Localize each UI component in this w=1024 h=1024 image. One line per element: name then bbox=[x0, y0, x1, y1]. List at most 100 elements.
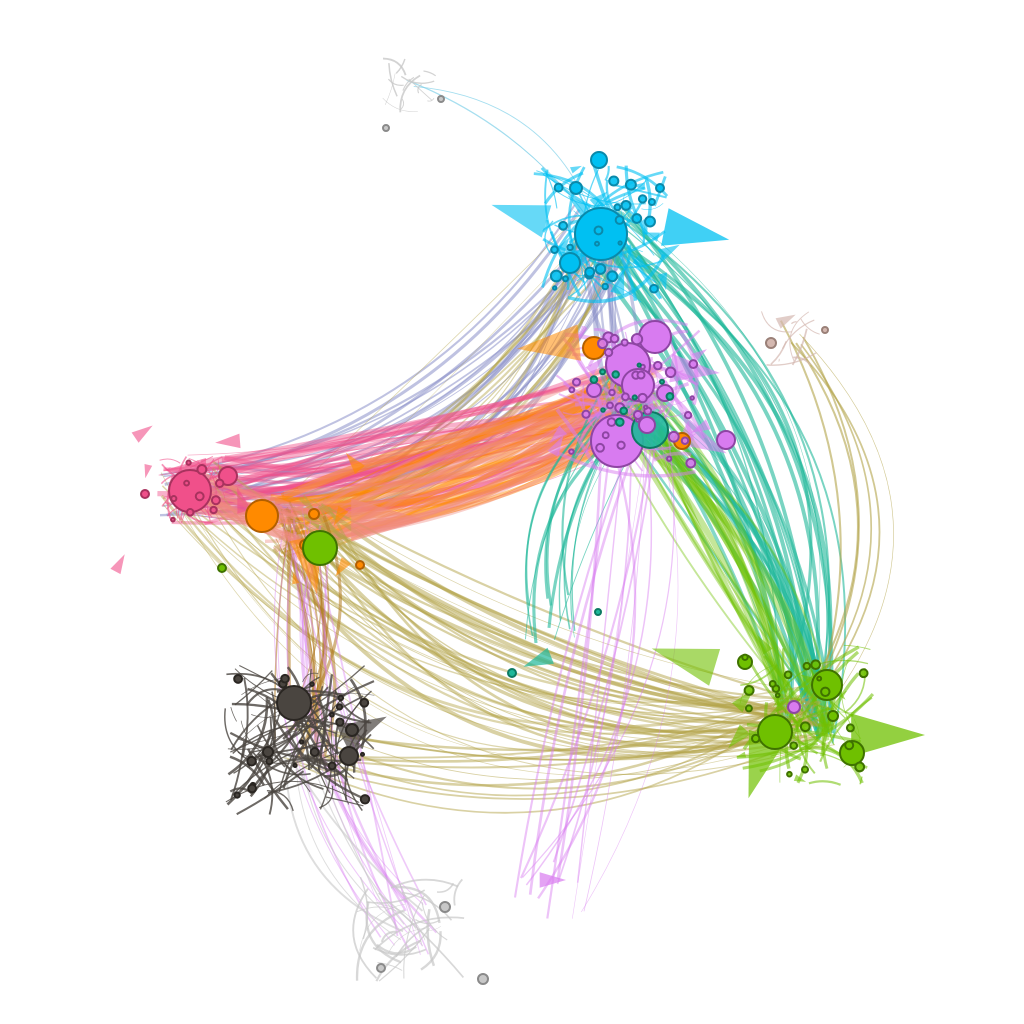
edge bbox=[402, 891, 453, 921]
edge bbox=[162, 503, 836, 758]
dark-node bbox=[298, 739, 305, 745]
edge bbox=[312, 211, 614, 519]
edge bbox=[276, 215, 580, 508]
violet-node bbox=[632, 409, 644, 420]
dark-node bbox=[335, 703, 344, 711]
pink-node bbox=[168, 469, 212, 513]
edge bbox=[382, 57, 407, 76]
edge-arrowhead bbox=[570, 165, 582, 174]
teal-node bbox=[599, 368, 607, 376]
violet-node bbox=[595, 442, 605, 453]
violet-node bbox=[620, 338, 629, 347]
pink-node bbox=[183, 479, 190, 487]
green-node bbox=[810, 659, 821, 670]
edge bbox=[791, 328, 808, 366]
edge bbox=[387, 78, 404, 86]
edge bbox=[620, 250, 833, 740]
edge bbox=[225, 780, 360, 804]
edge bbox=[625, 245, 813, 693]
edge bbox=[378, 892, 465, 978]
edge bbox=[562, 404, 594, 416]
edge bbox=[359, 903, 406, 951]
pink-node bbox=[214, 478, 225, 489]
edge bbox=[595, 233, 847, 744]
cyan-node bbox=[552, 285, 558, 291]
edge bbox=[204, 400, 613, 496]
edge bbox=[274, 719, 367, 801]
pink-node bbox=[185, 508, 195, 517]
edge-arrowhead bbox=[547, 435, 564, 457]
cyan-node bbox=[584, 266, 596, 278]
edge-arrowhead bbox=[110, 554, 125, 575]
violet-node bbox=[636, 370, 646, 380]
edge bbox=[297, 411, 620, 495]
edge bbox=[205, 411, 639, 493]
edge bbox=[355, 909, 405, 981]
edge bbox=[567, 253, 666, 304]
edge bbox=[296, 235, 610, 510]
edge bbox=[254, 728, 300, 744]
cyan-node bbox=[594, 240, 600, 247]
edge bbox=[778, 358, 780, 362]
edge bbox=[309, 695, 327, 770]
edge bbox=[793, 356, 812, 366]
edge bbox=[556, 430, 604, 880]
orange-node bbox=[308, 508, 320, 520]
edge bbox=[283, 241, 590, 505]
edge bbox=[180, 508, 807, 735]
edge bbox=[213, 241, 593, 495]
green-node bbox=[302, 530, 338, 566]
edge bbox=[639, 389, 826, 699]
edge bbox=[556, 451, 696, 478]
edge-arrowhead bbox=[144, 464, 153, 479]
violet-node bbox=[666, 455, 673, 462]
violet-node bbox=[630, 333, 644, 346]
edge bbox=[770, 341, 788, 365]
cyan-node bbox=[593, 225, 604, 236]
edge bbox=[395, 886, 441, 924]
edge-arrowhead bbox=[491, 204, 552, 238]
edge-arrowhead bbox=[335, 557, 351, 577]
edge-arrowhead bbox=[757, 635, 773, 655]
edge bbox=[277, 522, 395, 946]
edge bbox=[323, 550, 410, 951]
teal-node bbox=[636, 362, 642, 368]
edge-arrowhead bbox=[589, 191, 608, 208]
green-node bbox=[854, 761, 866, 773]
violet-node bbox=[685, 457, 697, 469]
violet-node bbox=[638, 320, 672, 354]
edge bbox=[307, 723, 793, 781]
edge bbox=[315, 699, 342, 794]
green-node bbox=[820, 686, 831, 697]
edge bbox=[183, 422, 603, 488]
dark-node bbox=[335, 717, 345, 727]
edge-arrowhead bbox=[691, 349, 707, 362]
edge bbox=[221, 365, 609, 463]
edge bbox=[187, 370, 604, 456]
cyan-node bbox=[647, 198, 656, 206]
edge bbox=[299, 748, 391, 918]
edge bbox=[278, 401, 612, 526]
edge bbox=[307, 545, 784, 754]
violet-node bbox=[689, 395, 695, 401]
violet-node bbox=[568, 386, 576, 394]
edge-arrowhead bbox=[661, 208, 730, 246]
edge bbox=[427, 97, 435, 102]
pink-node bbox=[185, 459, 192, 466]
edge-arrowhead bbox=[292, 571, 300, 585]
edge bbox=[301, 543, 407, 904]
edge bbox=[664, 410, 687, 418]
edge-arrowhead bbox=[728, 724, 751, 749]
violet-node bbox=[597, 337, 609, 350]
edge bbox=[277, 548, 800, 725]
edge bbox=[292, 506, 810, 719]
cyan-node bbox=[569, 181, 583, 195]
edge bbox=[800, 318, 820, 335]
edge bbox=[616, 418, 825, 725]
edge bbox=[552, 391, 664, 863]
violet-node bbox=[581, 409, 591, 419]
edge bbox=[453, 878, 463, 906]
edge bbox=[525, 418, 653, 886]
edge bbox=[285, 529, 801, 727]
cyan-node bbox=[561, 275, 570, 283]
